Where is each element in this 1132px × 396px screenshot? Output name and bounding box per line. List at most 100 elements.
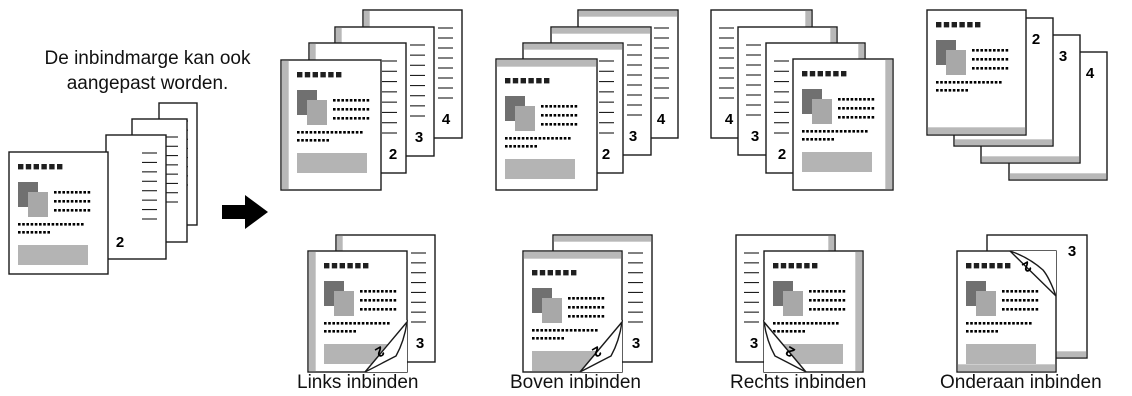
heading-blocks [505,78,550,84]
page-number: 3 [415,129,423,146]
page-curl [762,319,807,373]
booklet-binding-left: 32 [307,234,436,373]
binding-margin [981,156,1080,163]
dotted-text [568,306,605,309]
dotted-text [1002,290,1039,293]
text-block [505,159,575,179]
binding-margin [927,127,1026,135]
binding-margin [551,27,651,34]
dotted-text [838,116,875,119]
caption-onderaan-inbinden: Onderaan inbinden [940,372,1102,393]
margin-adjust-note: De inbindmarge kan ook aangepast worden. [20,46,275,96]
binding-margin [855,251,863,372]
dotted-text [1002,308,1039,311]
page-number: 2 [602,146,610,163]
page-curl [1009,250,1057,297]
binding-margin [281,60,289,190]
dotted-text [773,330,805,333]
heading-blocks [966,263,1011,269]
source-page-2: 2 [105,134,167,260]
dotted-text [541,114,578,117]
dotted-text [966,322,1032,325]
page-1 [495,58,598,191]
photo-light [28,192,48,217]
source-page-1 [8,151,109,275]
stack-binding-left: 4 3 2 [280,9,463,191]
dotted-text [54,191,91,194]
dotted-text [966,330,998,333]
page-number: 4 [442,111,451,128]
binding-margin [1009,173,1107,180]
stack-binding-bottom: 432 [926,9,1108,181]
source-document-stack: 432 [8,102,198,275]
binding-margin [885,59,893,190]
note-line-2: aangepast worden. [66,73,229,94]
dotted-text [972,49,1009,52]
page-number: 2 [389,146,397,163]
page-number: 4 [725,111,734,128]
text-block [802,152,872,172]
dotted-text [1002,299,1039,302]
text-block [966,344,1036,364]
page-number: 3 [629,128,637,145]
dotted-text [54,200,91,203]
photo-light [307,100,327,125]
dotted-text [809,299,846,302]
dotted-text [333,108,370,111]
dotted-text [18,223,84,226]
heading-blocks [802,71,847,77]
page-number: 2 [116,234,124,251]
photo-light [976,291,996,316]
page-sheet [105,134,167,260]
page-number: 4 [1086,65,1095,82]
dotted-text [505,137,571,140]
dotted-text [802,138,834,141]
heading-blocks [532,270,577,276]
dotted-text [809,290,846,293]
stack-binding-top: 432 [495,9,679,191]
dotted-text [802,130,868,133]
page-number: 3 [751,128,759,145]
binding-margin [553,235,652,242]
caption-rechts-inbinden: Rechts inbinden [730,372,867,393]
dotted-text [936,81,1002,84]
binding-margin [957,364,1056,372]
heading-blocks [297,72,342,78]
text-block [18,245,88,265]
dotted-text [54,209,91,212]
photo-light [515,106,535,131]
page-number: 3 [1059,48,1067,65]
dotted-text [360,308,397,311]
binding-margin [308,251,316,372]
page-sheet [926,9,1027,136]
dotted-text [541,105,578,108]
page-curl [579,319,624,373]
page-number: 3 [1068,243,1076,260]
photo-light [783,291,803,316]
binding-margin [954,139,1053,146]
page-number: 3 [632,335,640,352]
page-1 [792,58,894,191]
dotted-text [838,98,875,101]
dotted-text [297,139,329,142]
photo-light [946,50,966,75]
dotted-text [324,330,356,333]
dotted-text [532,337,564,340]
booklet-binding-top: 32 [522,234,653,373]
binding-margin [496,59,597,67]
binding-margin [523,43,623,50]
page-1 [926,9,1027,136]
heading-blocks [18,164,63,170]
dotted-text [324,322,390,325]
heading-blocks [773,263,818,269]
photo-light [542,298,562,323]
dotted-text [838,107,875,110]
dotted-text [505,145,537,148]
text-block [297,153,367,173]
page-number: 3 [750,335,758,352]
heading-blocks [936,22,981,28]
caption-links-inbinden: Links inbinden [297,372,419,393]
binding-margin [578,10,678,17]
photo-light [334,291,354,316]
